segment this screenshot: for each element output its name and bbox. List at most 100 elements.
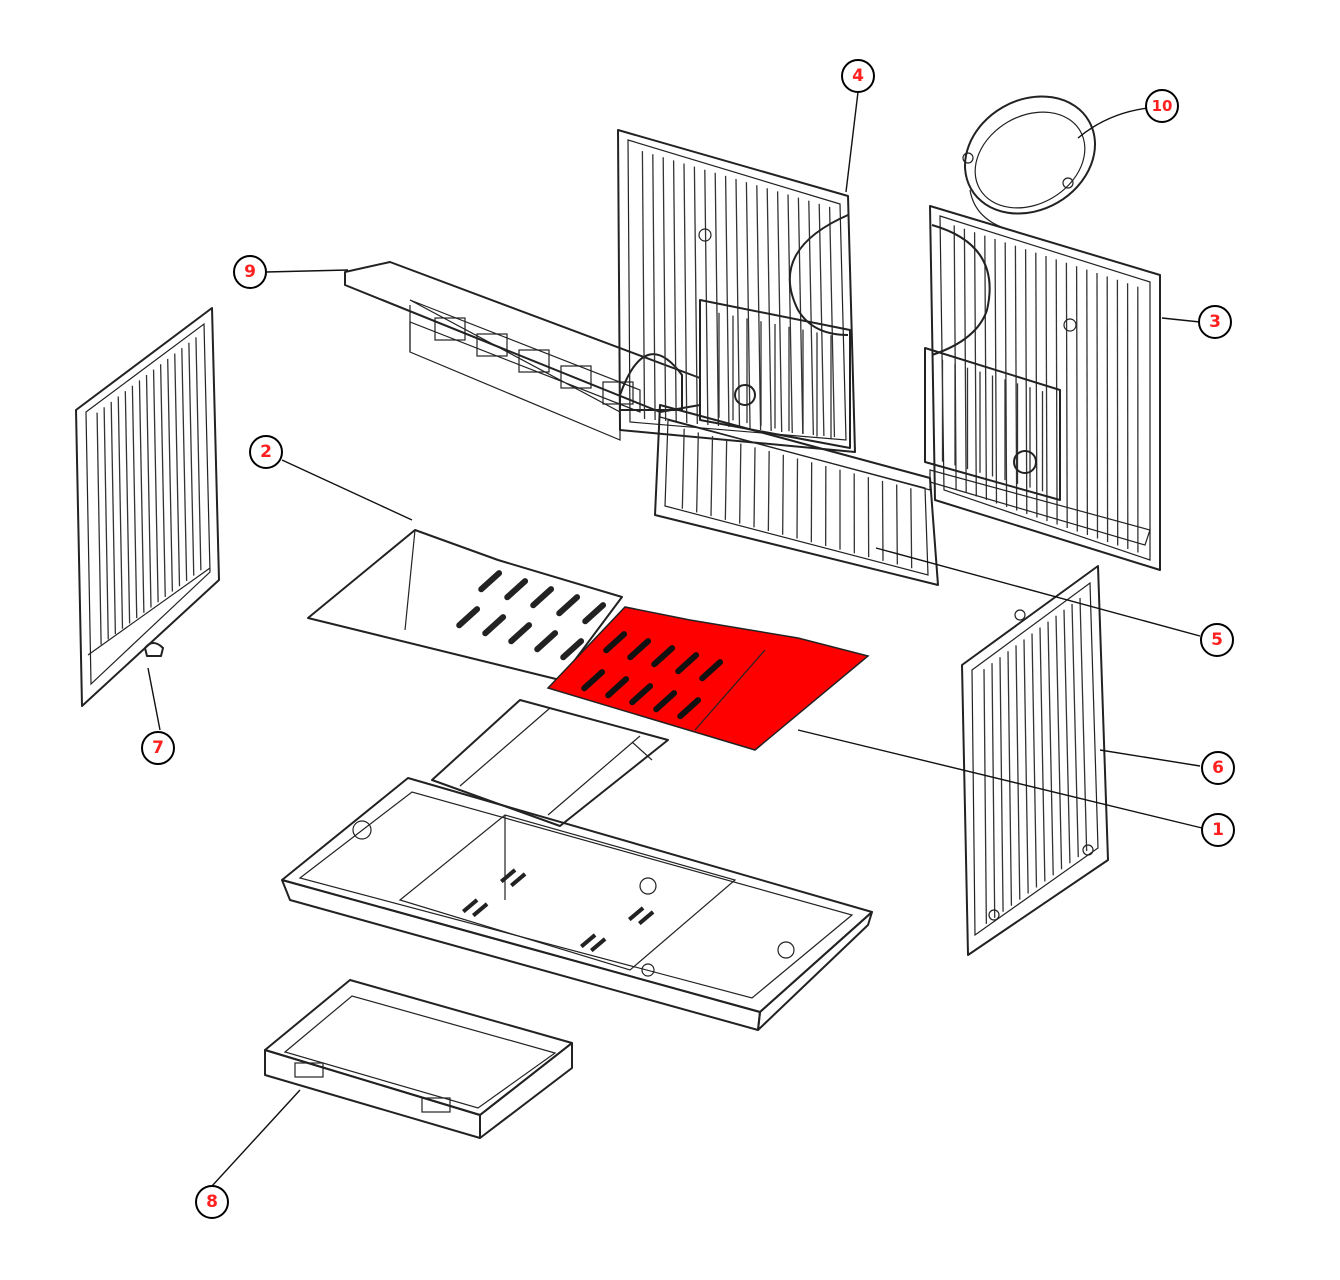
- panel-rib: [159, 364, 166, 597]
- tray-slot: [628, 906, 645, 922]
- panel-rib: [174, 353, 181, 587]
- grate-slot: [508, 622, 533, 645]
- panel-rib: [131, 385, 138, 619]
- panel-rib: [683, 163, 688, 424]
- tray-slot: [461, 898, 479, 914]
- panel-rib: [110, 401, 117, 635]
- callout-markers: 1 2 3 4 5 6 7 8: [141, 59, 1235, 1219]
- grate-slot: [478, 570, 503, 593]
- panel-rib: [652, 154, 656, 421]
- panel-rib: [753, 447, 756, 528]
- ash-channel: [431, 699, 669, 827]
- callout-label-1: 1: [1212, 820, 1224, 840]
- grate-slot: [456, 606, 481, 629]
- panel-rib: [756, 185, 762, 431]
- panel-rib: [1015, 645, 1021, 900]
- back-left-panel: [617, 129, 856, 453]
- panel-rib: [1063, 609, 1071, 864]
- left-grate: [307, 529, 623, 681]
- panel-rib: [797, 197, 804, 435]
- panel-rib: [724, 439, 728, 520]
- panel-rib: [766, 188, 772, 432]
- panel-rib: [1096, 272, 1099, 539]
- leader-10: [1077, 107, 1149, 139]
- panel-rib: [124, 391, 131, 624]
- panel-rib: [103, 407, 109, 640]
- grate-slot: [651, 645, 676, 668]
- panel-rib: [96, 412, 102, 645]
- tray-slot: [580, 933, 597, 949]
- panel-rib: [704, 169, 709, 426]
- panel-rib: [1065, 262, 1068, 529]
- panel-rib: [1024, 249, 1028, 515]
- callout-label-9: 9: [244, 262, 256, 282]
- callout-7: 7: [141, 731, 175, 765]
- panel-rib: [1035, 252, 1038, 518]
- grate-slot: [582, 602, 607, 625]
- grate-slot: [603, 631, 628, 654]
- panel-rib: [662, 157, 667, 422]
- panel-rib: [818, 203, 825, 437]
- leader-9: [265, 269, 349, 273]
- callout-label-8: 8: [206, 1192, 218, 1212]
- panel-rib: [767, 451, 770, 532]
- right-grate-highlighted: [546, 606, 870, 751]
- tray-slot: [590, 937, 607, 953]
- panel-rib: [1075, 266, 1078, 532]
- tray-slot: [510, 872, 527, 888]
- panel-rib: [714, 172, 720, 427]
- panel-rib: [739, 443, 742, 524]
- panel-rib: [776, 191, 783, 433]
- panel-rib: [681, 428, 685, 509]
- base-tray: [281, 777, 873, 1031]
- panel-rib: [1079, 597, 1088, 852]
- tray-slot: [472, 902, 489, 918]
- baffle-cell: [560, 365, 592, 389]
- panel-rib: [991, 663, 996, 918]
- grate-slot: [504, 578, 529, 601]
- panel-rib: [1004, 242, 1008, 508]
- panel-rib: [1045, 255, 1048, 522]
- baffle-cell: [434, 317, 466, 341]
- tray-slot: [638, 910, 655, 926]
- panel-rib: [152, 369, 159, 603]
- panel-rib: [1047, 621, 1054, 876]
- callout-4: 4: [841, 59, 875, 93]
- panel-rib: [117, 396, 124, 629]
- leader-4: [845, 91, 859, 193]
- panel-rib: [1055, 615, 1063, 870]
- grate-slot: [629, 683, 654, 706]
- grate-slot: [556, 594, 581, 617]
- grate-slot: [482, 614, 507, 637]
- panel-rib: [828, 206, 836, 438]
- callout-1: 1: [1201, 813, 1235, 847]
- panel-rib: [181, 348, 188, 581]
- panel-rib: [145, 374, 152, 608]
- leader-6: [1099, 749, 1201, 767]
- callout-8: 8: [195, 1185, 229, 1219]
- front-lower-panel: [654, 404, 939, 586]
- callout-label-7: 7: [152, 738, 164, 758]
- panel-rib: [782, 454, 784, 535]
- panel-rib: [745, 182, 751, 430]
- flue-ring: [962, 95, 1096, 231]
- panel-rib: [999, 657, 1004, 912]
- panel-rib: [195, 337, 202, 571]
- grate-slot: [581, 669, 606, 692]
- leader-1: [797, 729, 1203, 829]
- panel-rib: [1023, 639, 1029, 894]
- grate-slot: [605, 676, 630, 699]
- grate-slot: [534, 630, 559, 653]
- panel-rib: [1014, 245, 1018, 511]
- panel-rib: [188, 342, 195, 576]
- back-right-panel: [924, 205, 1161, 571]
- panel-rib: [994, 238, 998, 504]
- callout-label-3: 3: [1209, 312, 1221, 332]
- grate-slot: [699, 659, 724, 682]
- panel-rib: [167, 358, 174, 592]
- leader-5: [875, 547, 1201, 637]
- panel-rib: [1007, 651, 1013, 906]
- panel-rib: [983, 669, 988, 924]
- panel-rib: [641, 151, 646, 420]
- panel-rib: [696, 432, 699, 513]
